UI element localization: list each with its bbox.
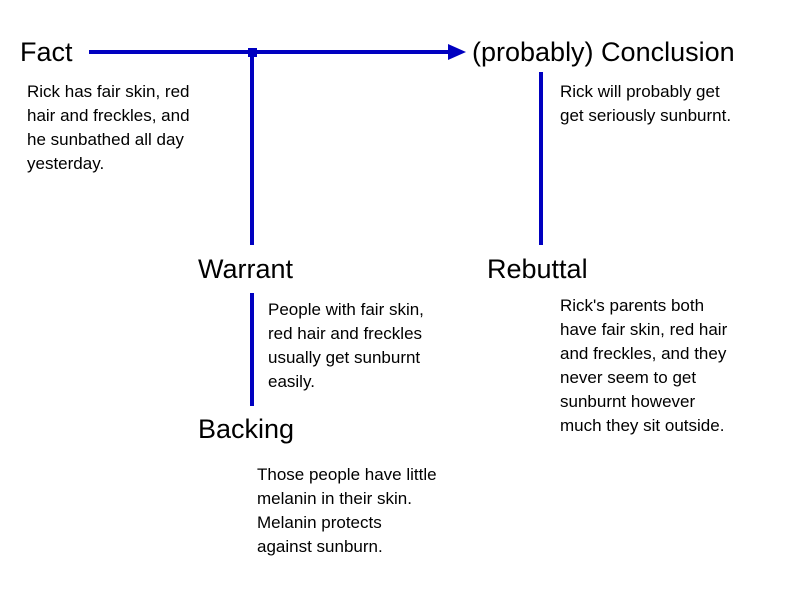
fact-text: Rick has fair skin, red hair and freckle… [27,82,190,173]
backing-text: Those people have little melanin in thei… [257,465,437,556]
conclusion-text: Rick will probably get get seriously sun… [560,82,732,125]
backing-heading: Backing [198,414,295,444]
warrant-text: People with fair skin, red hair and frec… [268,300,424,391]
conclusion-heading: (probably) Conclusion [472,37,735,67]
rebuttal-text: Rick's parents both have fair skin, red … [560,296,728,435]
conclusion-arrowhead [448,44,466,60]
rebuttal-heading: Rebuttal [487,254,588,284]
fact-heading: Fact [20,37,73,67]
warrant-heading: Warrant [198,254,294,284]
